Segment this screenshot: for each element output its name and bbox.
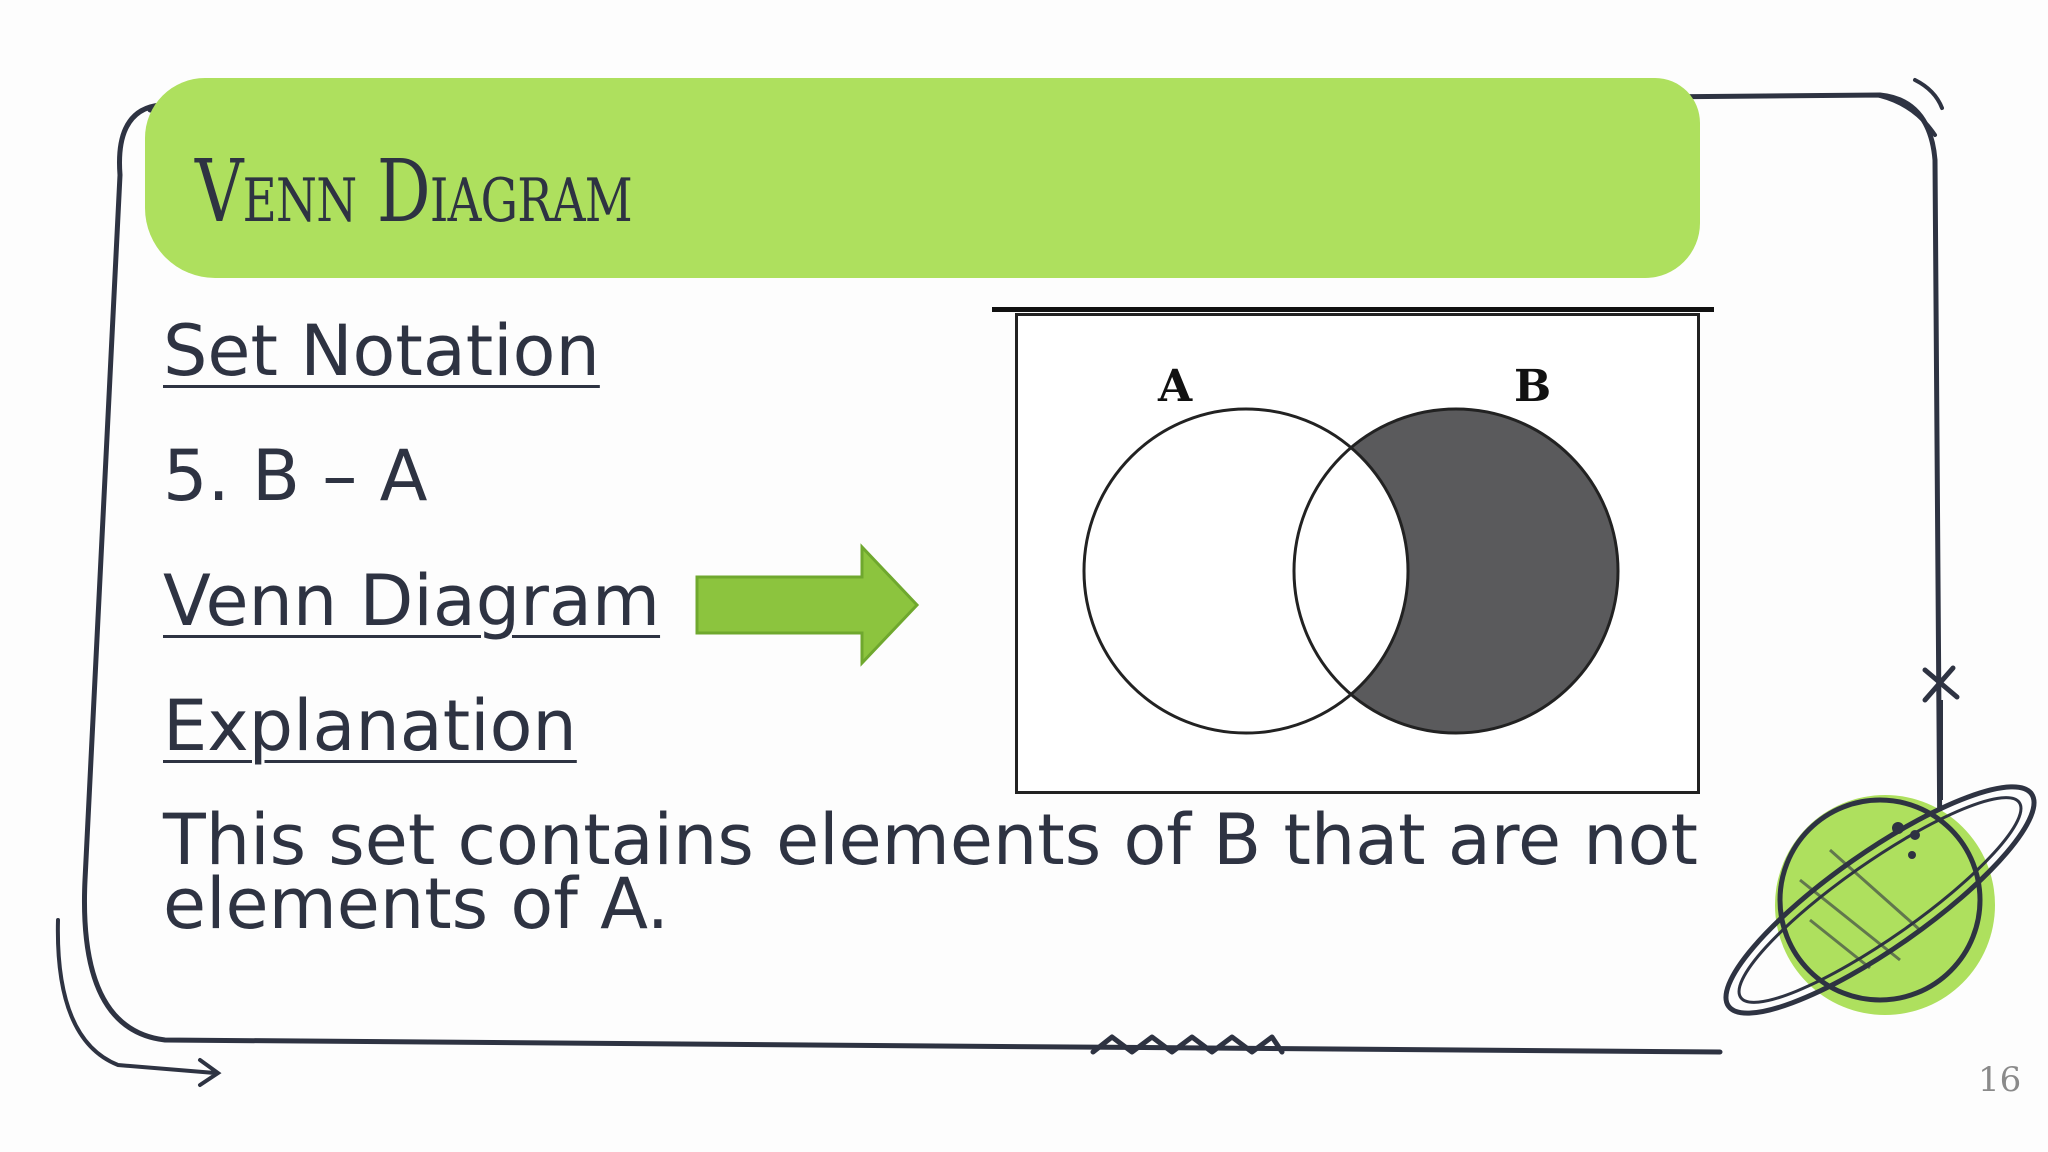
cross-mark: [1922, 665, 1960, 703]
notation-item: 5. B – A: [163, 435, 428, 517]
set-notation-heading: Set Notation: [163, 310, 600, 392]
planet-icon: [1723, 784, 2037, 1016]
explanation-text: This set contains elements of B that are…: [163, 799, 1698, 945]
slide-title: Venn Diagram: [195, 142, 633, 242]
explanation-heading: Explanation: [163, 685, 577, 767]
venn-diagram: A B: [1082, 361, 1620, 735]
set-b-circle: [1292, 407, 1620, 735]
squiggle: [1090, 1034, 1285, 1055]
page-number: 16: [1978, 1060, 2022, 1100]
set-b-label: B: [1514, 361, 1551, 412]
set-a-label: A: [1157, 361, 1193, 412]
swoosh-arrow: [55, 918, 222, 1087]
set-b-shaded-region: [1294, 409, 1618, 733]
set-a-circle: [1082, 407, 1410, 735]
venn-diagram-frame: A B: [1015, 313, 1700, 794]
venn-top-rule: [992, 307, 1714, 312]
venn-diagram-label: Venn Diagram: [163, 560, 661, 642]
corner-marks: [1878, 78, 1944, 137]
title-highlight-band: [145, 78, 1700, 278]
